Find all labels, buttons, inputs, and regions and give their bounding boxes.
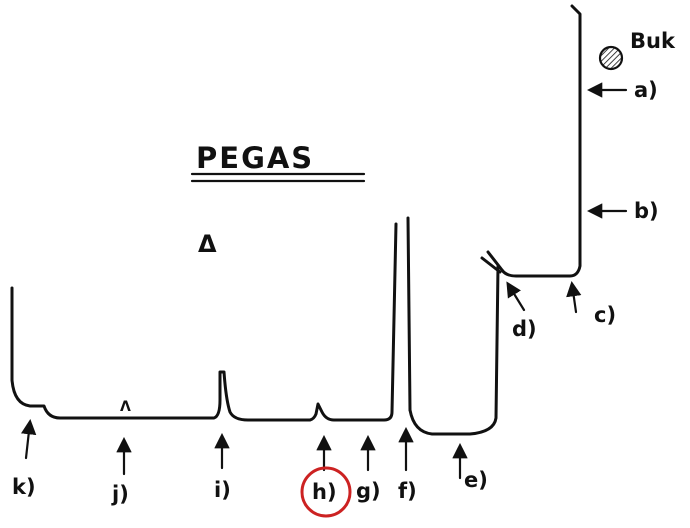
tool-label: Buk [630, 29, 676, 53]
arrow-c [566, 280, 582, 314]
pocket-outline [408, 264, 500, 436]
diagram-title: PEGAS [196, 141, 314, 175]
shoulder-outline [486, 4, 582, 278]
label-i: i) [214, 478, 231, 502]
label-j: j) [111, 482, 129, 506]
label-h-highlight [300, 466, 352, 518]
delta-symbol: Δ [198, 230, 217, 258]
chamfer-step [480, 256, 502, 274]
tool-icon [598, 45, 624, 71]
label-k: k) [12, 475, 36, 499]
label-h: h) [312, 480, 337, 504]
label-f: f) [398, 479, 417, 503]
label-e: e) [464, 468, 488, 492]
groove-wall-right [406, 216, 412, 412]
profile-outline [10, 222, 398, 422]
arrow-k [20, 418, 37, 460]
label-g: g) [356, 479, 381, 503]
lambda-mark: Λ [120, 399, 131, 415]
label-c: c) [594, 303, 616, 327]
label-b: b) [634, 199, 659, 223]
arrow-d [506, 281, 526, 312]
label-d: d) [512, 317, 537, 341]
label-a: a) [634, 78, 658, 102]
